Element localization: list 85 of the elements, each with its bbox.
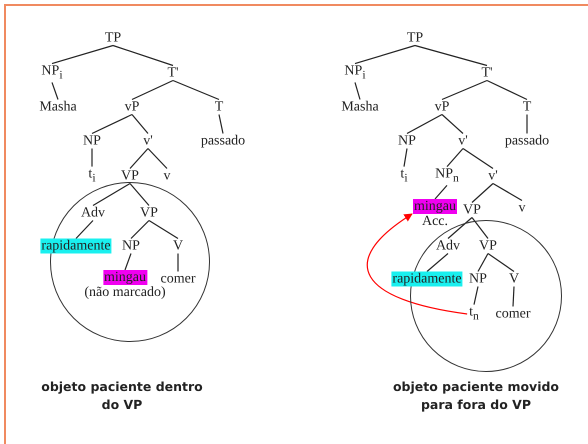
tree-branch xyxy=(473,286,479,305)
tree-label: passado xyxy=(504,134,550,148)
tree-label: V xyxy=(172,238,184,254)
tree-label: v xyxy=(164,168,170,184)
tree-branch xyxy=(132,80,174,100)
tree-branch xyxy=(52,44,114,64)
tree-label: Masha xyxy=(39,100,77,114)
tree-branch xyxy=(426,253,448,272)
tree-label: comer xyxy=(496,306,530,322)
tree-branch xyxy=(218,114,224,134)
tree-branch xyxy=(132,114,148,134)
tree-label: Adv xyxy=(436,238,460,254)
tree-branch xyxy=(414,44,488,66)
tree-branch xyxy=(488,253,514,272)
tree-label: passado xyxy=(200,134,246,148)
tree-label: t$_{n}$ xyxy=(469,304,479,324)
tree-branch xyxy=(472,183,494,203)
tree-label: TP xyxy=(104,30,122,46)
tree-label: v' xyxy=(488,168,498,184)
highlighted-word: rapidamente xyxy=(40,238,112,254)
tree-branch xyxy=(92,114,132,134)
tree-branch xyxy=(76,220,94,239)
tree-label: Masha xyxy=(341,100,379,114)
tree-label: NP xyxy=(83,134,101,148)
tree-branch xyxy=(91,148,93,167)
tree-label: T xyxy=(522,100,532,114)
tree-branch xyxy=(492,182,522,202)
tree-branch xyxy=(462,148,494,169)
tree-label: T' xyxy=(167,66,179,80)
highlighted-word: rapidamente xyxy=(391,272,463,286)
tree-label: NP$_{i}$ xyxy=(344,64,366,82)
tree-branch xyxy=(172,80,220,100)
tree-branch xyxy=(112,44,174,66)
tree-label: VP xyxy=(463,202,481,218)
tree-label: T' xyxy=(481,66,493,80)
tree-branch xyxy=(486,80,528,100)
tree-branch xyxy=(442,80,488,100)
tree-branch xyxy=(448,217,472,239)
annotation: (não marcado) xyxy=(84,285,166,300)
tree-label: TP xyxy=(406,30,424,46)
tree-branch xyxy=(472,217,488,239)
caption: objeto paciente movido para fora do VP xyxy=(392,378,560,414)
tree-branch xyxy=(434,185,448,200)
tree-branch xyxy=(177,254,179,272)
tree-branch xyxy=(446,148,464,167)
highlighted-word: mingau xyxy=(413,199,457,214)
tree-label: t$_{i}$ xyxy=(400,166,408,186)
movement-arrow xyxy=(366,214,468,315)
tree-label: NP xyxy=(122,238,140,254)
tree-branch xyxy=(148,148,168,169)
tree-label: NP$_{i}$ xyxy=(41,64,63,82)
tree-label: NP xyxy=(398,134,416,148)
tree-branch xyxy=(403,148,408,167)
tree-branch xyxy=(354,44,416,64)
annotation: Acc. xyxy=(420,214,450,229)
highlighted-word: mingau xyxy=(103,270,147,285)
tree-label: VP xyxy=(121,168,139,184)
tree-label: NP xyxy=(469,272,487,286)
tree-label: v' xyxy=(458,134,468,148)
tree-label: VP xyxy=(479,238,497,254)
tree-branch xyxy=(51,82,59,100)
tree-branch xyxy=(406,114,442,134)
tree-branch xyxy=(477,253,489,272)
tree-label: t$_{i}$ xyxy=(88,166,96,186)
tree-label: Adv xyxy=(80,206,106,220)
tree-branch xyxy=(130,220,150,239)
tree-label: VP xyxy=(140,206,158,220)
tree-branch xyxy=(442,114,464,134)
tree-branch xyxy=(354,82,361,100)
tree-label: T xyxy=(214,100,224,114)
tree-label: v xyxy=(518,200,526,216)
tree-label: v' xyxy=(143,134,153,148)
tree-label: V xyxy=(508,272,520,286)
tree-label: vP xyxy=(124,100,140,114)
tree-label: NP$_{n}$ xyxy=(435,166,459,186)
caption: objeto paciente dentro do VP xyxy=(40,378,204,414)
tree-label: comer xyxy=(160,272,196,286)
tree-branch xyxy=(130,148,148,169)
tree-branch xyxy=(124,253,132,270)
tree-branch xyxy=(526,114,528,134)
tree-branch xyxy=(512,286,515,307)
tree-label: vP xyxy=(434,100,450,114)
tree-branch xyxy=(92,182,130,206)
tree-branch xyxy=(148,220,178,239)
tree-branch xyxy=(130,183,150,206)
